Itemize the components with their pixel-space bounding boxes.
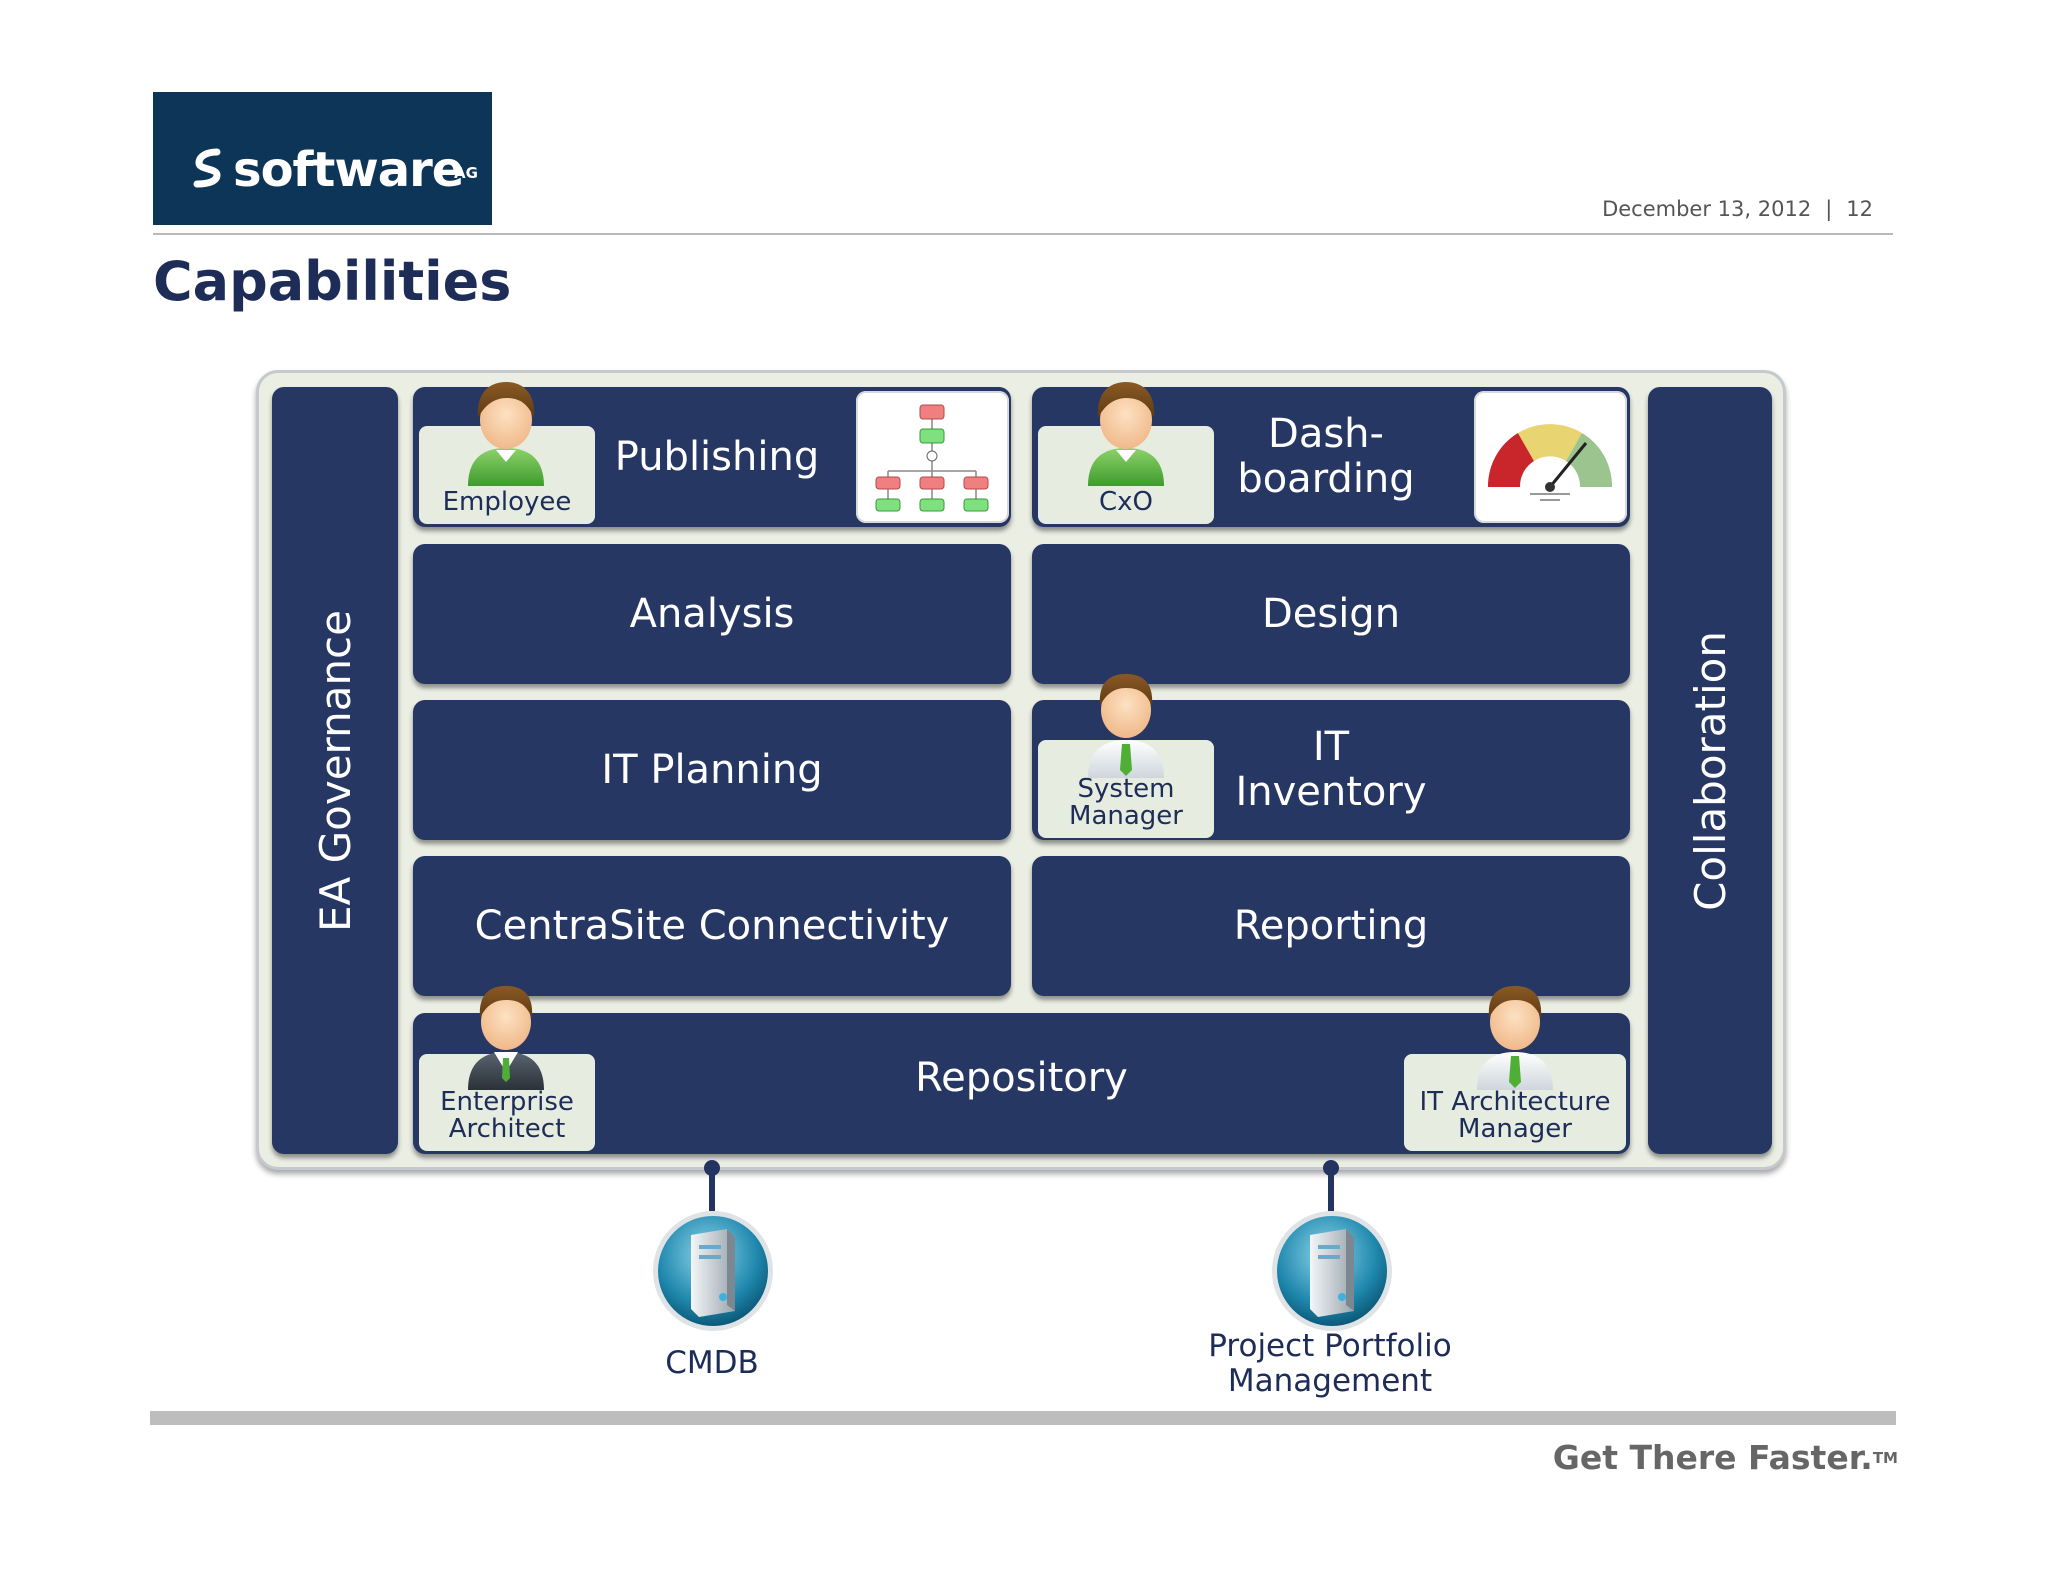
it-inventory-label: IT Inventory xyxy=(1235,725,1426,815)
tagline-text: Get There Faster. xyxy=(1552,1438,1873,1477)
person-icon xyxy=(462,378,550,486)
role-enterprise-architect: Enterprise Architect xyxy=(419,1054,595,1151)
it-planning-block: IT Planning xyxy=(413,700,1011,840)
dashboarding-label-line1: Dash- xyxy=(1268,411,1384,457)
ea-governance-bar: EA Governance xyxy=(272,387,398,1154)
org-chart-thumbnail xyxy=(856,391,1009,523)
page-title: Capabilities xyxy=(153,250,512,313)
trademark-mark: TM xyxy=(1872,1449,1898,1467)
ea-governance-label: EA Governance xyxy=(310,609,360,932)
logo-suffix: AG xyxy=(454,164,478,182)
meta-separator: | xyxy=(1825,197,1833,221)
role-system-manager-line2: Manager xyxy=(1069,801,1183,831)
person-icon xyxy=(462,982,550,1090)
reporting-block: Reporting xyxy=(1032,856,1630,996)
it-planning-label: IT Planning xyxy=(601,746,823,793)
it-inventory-label-line2: Inventory xyxy=(1235,769,1427,815)
analysis-block: Analysis xyxy=(413,544,1011,684)
slide-meta: December 13, 2012 | 12 xyxy=(1602,196,1873,222)
gauge-icon xyxy=(1487,424,1613,501)
ppm-label-line2: Management xyxy=(1227,1363,1433,1399)
server-icon xyxy=(651,1209,775,1333)
role-it-architecture-manager-line2: Manager xyxy=(1458,1114,1572,1144)
reporting-label: Reporting xyxy=(1233,902,1429,949)
cmdb-label: CMDB xyxy=(665,1345,759,1381)
role-enterprise-architect-line2: Architect xyxy=(448,1114,566,1144)
role-employee-label: Employee xyxy=(442,487,572,517)
publishing-label: Publishing xyxy=(614,433,820,480)
tagline: Get There Faster.TM xyxy=(1553,1438,1898,1478)
logo-mark-icon xyxy=(193,148,221,188)
person-icon xyxy=(1082,670,1170,778)
logo-text: software xyxy=(233,142,464,198)
analysis-label: Analysis xyxy=(629,590,795,637)
gauge-thumbnail xyxy=(1474,391,1627,523)
page-number: 12 xyxy=(1846,197,1873,221)
server-icon xyxy=(1270,1209,1394,1333)
role-system-manager-line1: System xyxy=(1077,774,1175,804)
collaboration-bar: Collaboration xyxy=(1648,387,1772,1154)
it-inventory-label-line1: IT xyxy=(1312,724,1350,770)
dashboarding-label: Dash- boarding xyxy=(1237,412,1414,502)
software-ag-logo: software AG xyxy=(153,92,492,225)
centrasite-connectivity-label: CentraSite Connectivity xyxy=(474,902,950,949)
slide-date: December 13, 2012 xyxy=(1602,197,1812,221)
collaboration-label: Collaboration xyxy=(1685,630,1735,911)
org-chart-icon xyxy=(875,404,989,512)
design-label: Design xyxy=(1261,590,1401,637)
repository-label: Repository xyxy=(915,1055,1128,1101)
role-cxo-label: CxO xyxy=(1098,487,1153,517)
project-portfolio-management-label: Project Portfolio Management xyxy=(1180,1329,1480,1399)
role-it-architecture-manager-line1: IT Architecture xyxy=(1419,1087,1611,1117)
footer-divider xyxy=(150,1411,1896,1425)
connector-ppm xyxy=(1328,1166,1334,1211)
ppm-label-line1: Project Portfolio xyxy=(1208,1328,1452,1364)
design-block: Design xyxy=(1032,544,1630,684)
centrasite-connectivity-block: CentraSite Connectivity xyxy=(413,856,1011,996)
connector-cmdb xyxy=(709,1166,715,1211)
role-enterprise-architect-line1: Enterprise xyxy=(440,1087,574,1117)
person-icon xyxy=(1082,378,1170,486)
dashboarding-label-line2: boarding xyxy=(1237,456,1415,502)
person-icon xyxy=(1471,982,1559,1090)
header-divider xyxy=(153,233,1893,235)
